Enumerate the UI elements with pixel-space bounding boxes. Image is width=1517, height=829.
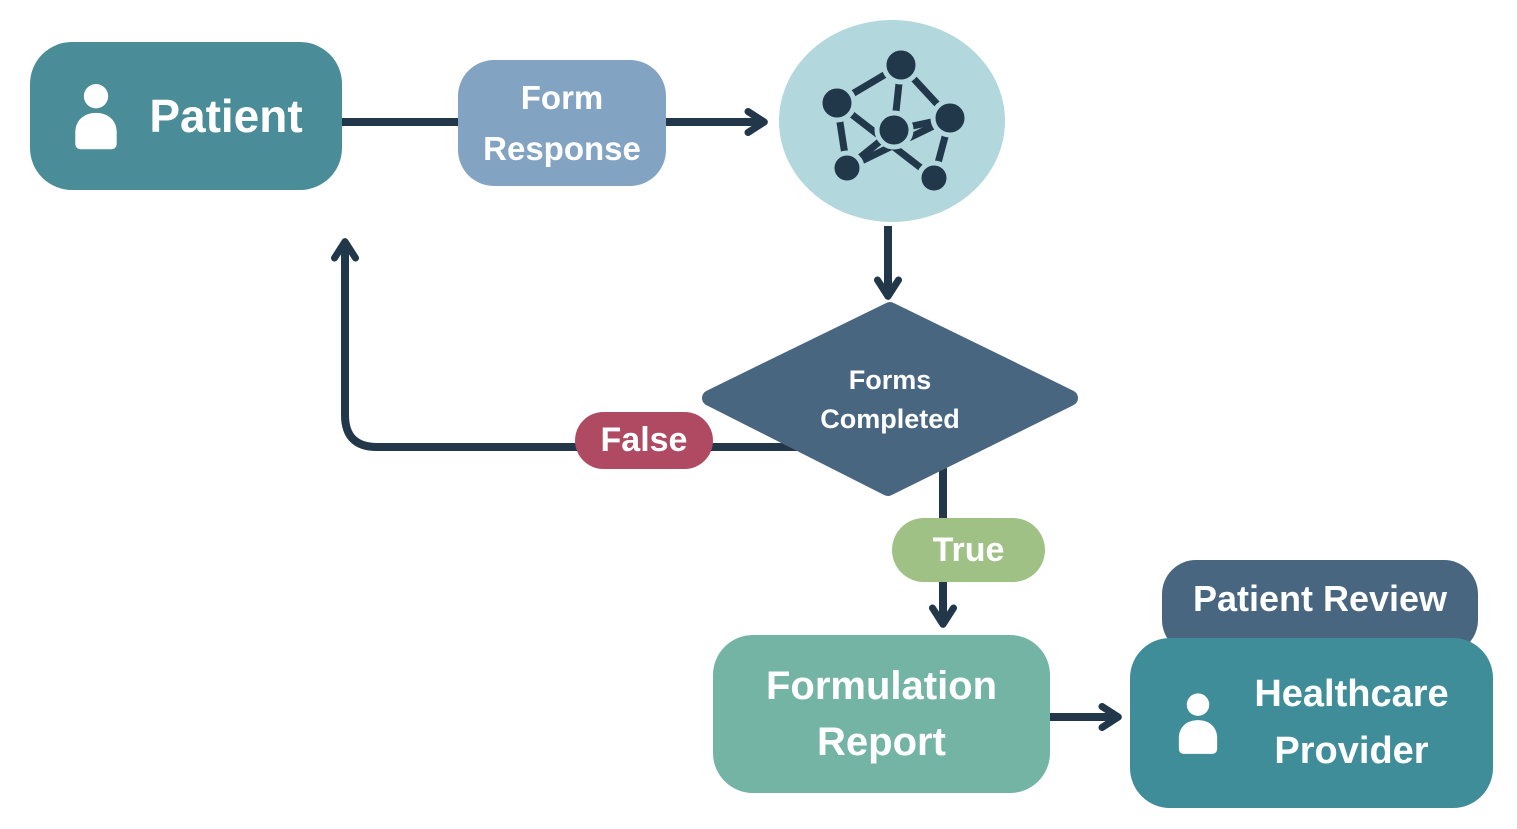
true-branch-label: True [932,530,1005,569]
formulation-report-node: Formulation Report [713,635,1050,793]
false-branch-pill: False [575,412,713,469]
forms-completed-decision [702,302,1078,496]
form-response-label: Form Response [483,78,641,167]
network-graph-icon [817,45,970,196]
true-branch-pill: True [892,518,1045,582]
model-node [779,20,1005,222]
forms-completed-label: Forms Completed [820,364,960,434]
patient-review-label: Patient Review [1192,578,1448,619]
healthcare-provider-node: Healthcare Provider [1130,638,1493,808]
false-branch-label: False [600,421,688,459]
form-response-node: Form Response [458,60,666,186]
person-icon [1178,693,1217,754]
formulation-report-label: Formulation Report [765,664,998,764]
patient-node-label: Patient [149,90,303,142]
arrow-false-loop-to-patient [331,238,800,451]
patient-node: Patient [30,42,342,190]
forms-completed-label-wrap: Forms Completed [790,352,990,448]
person-icon [75,84,118,150]
healthcare-provider-label: Healthcare Provider [1254,673,1449,772]
